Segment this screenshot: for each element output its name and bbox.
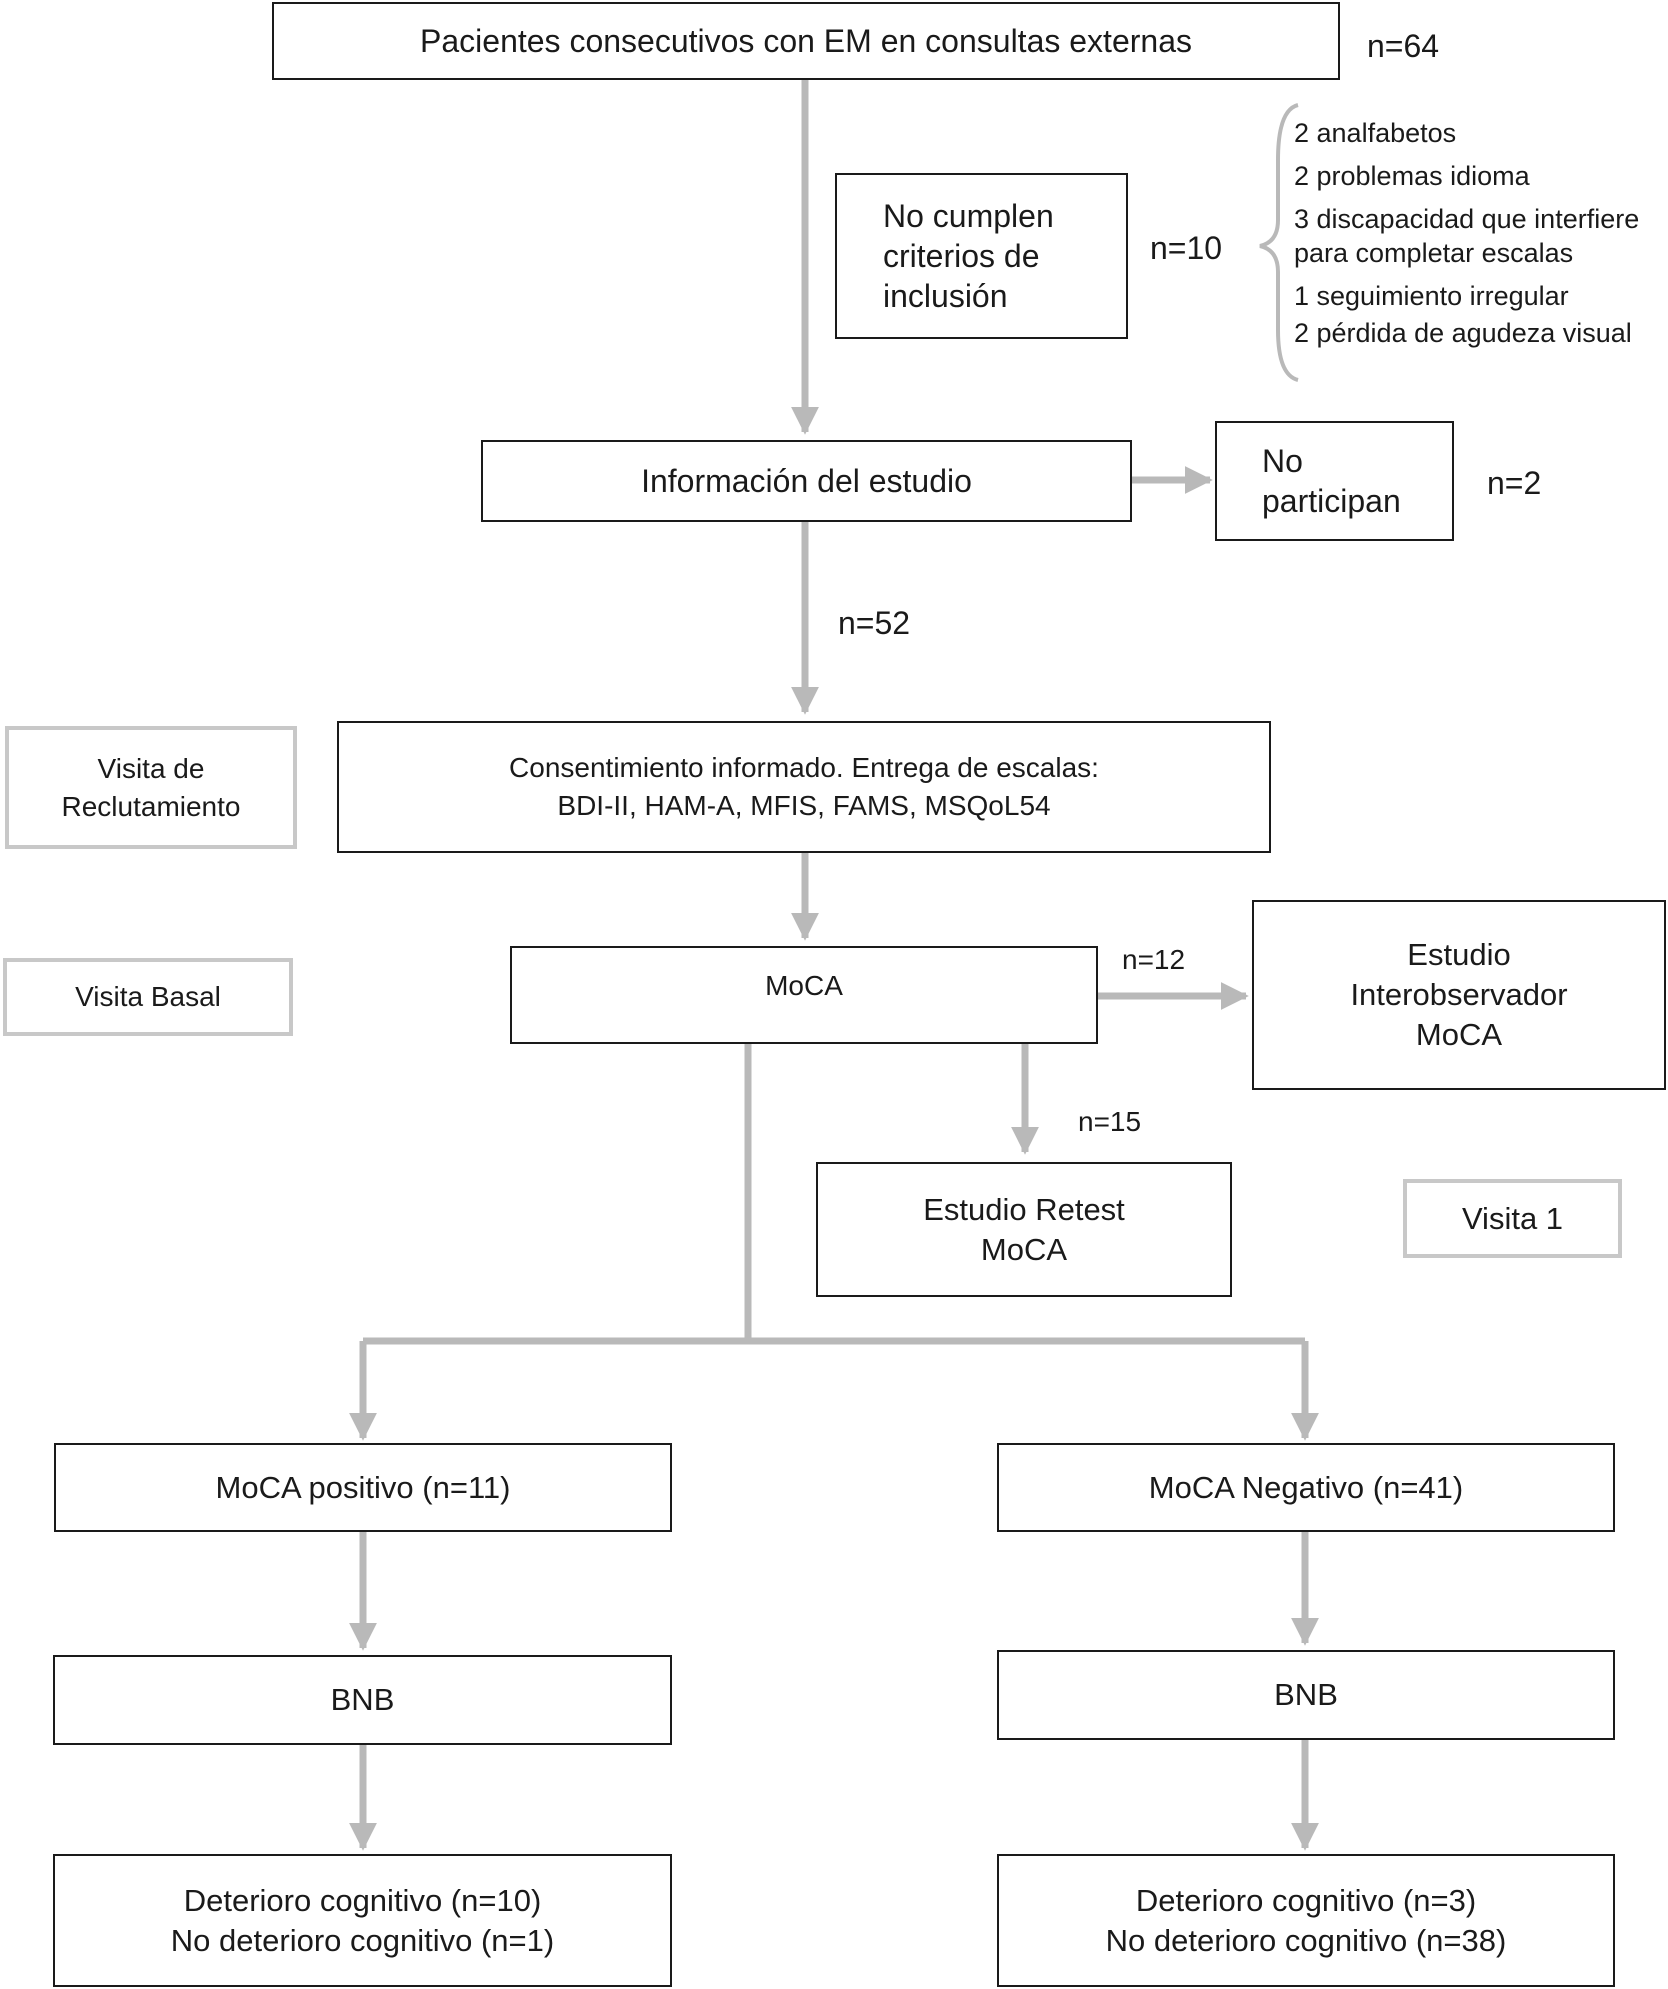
box-moca-negativo: MoCA Negativo (n=41) [997, 1443, 1615, 1532]
box-result-left: Deterioro cognitivo (n=10) No deterioro … [53, 1854, 672, 1987]
box-no-cumplen: No cumplen criterios de inclusión [835, 173, 1128, 339]
no-cumplen-line-1: No cumplen [883, 198, 1054, 234]
retest-line-2: MoCA [980, 1231, 1068, 1267]
result-right-line-2: No deterioro cognitivo (n=38) [1105, 1922, 1507, 1958]
retest-line-1: Estudio Retest [923, 1191, 1125, 1227]
visit-1: Visita 1 [1403, 1179, 1622, 1258]
box-pacientes-label: Pacientes consecutivos con EM en consult… [420, 23, 1192, 59]
visit-reclutamiento-line-2: Reclutamiento [61, 790, 241, 822]
visit-1-label: Visita 1 [1461, 1200, 1564, 1236]
box-retest: Estudio Retest MoCA [816, 1162, 1232, 1297]
no-participan-line-2: participan [1262, 483, 1401, 519]
n-excluded-label: n=10 [1150, 230, 1223, 266]
box-moca-positivo: MoCA positivo (n=11) [54, 1443, 672, 1532]
interobserver-line-3: MoCA [1415, 1017, 1503, 1052]
reason-item: 2 problemas idioma [1294, 161, 1530, 191]
n-12-label: n=12 [1122, 944, 1186, 975]
bnb-right-label: BNB [1274, 1677, 1338, 1712]
bnb-left-label: BNB [330, 1682, 395, 1717]
reason-item: para completar escalas [1294, 238, 1574, 268]
consent-line-2: BDI-II, HAM-A, MFIS, FAMS, MSQoL54 [557, 790, 1051, 821]
moca-negativo-label: MoCA Negativo (n=41) [1148, 1469, 1464, 1505]
result-right-line-1: Deterioro cognitivo (n=3) [1135, 1882, 1477, 1918]
result-left-line-2: No deterioro cognitivo (n=1) [170, 1922, 555, 1958]
exclusion-reasons-brace [1259, 103, 1299, 382]
no-cumplen-line-2: criterios de [883, 238, 1040, 274]
box-consentimiento: Consentimiento informado. Entrega de esc… [337, 721, 1271, 853]
box-result-right: Deterioro cognitivo (n=3) No deterioro c… [997, 1854, 1615, 1987]
box-no-participan: No participan [1215, 421, 1454, 541]
box-bnb-right: BNB [997, 1650, 1615, 1740]
interobserver-line-2: Interobservador [1350, 977, 1568, 1012]
visit-reclutamiento-line-1: Visita de [97, 752, 205, 784]
interobserver-line-1: Estudio [1407, 937, 1511, 972]
n-no-participan-label: n=2 [1487, 465, 1542, 501]
n-52-label: n=52 [838, 605, 911, 641]
reason-item: 2 analfabetos [1294, 118, 1457, 148]
visit-basal: Visita Basal [3, 958, 293, 1036]
reason-item: 3 discapacidad que interfiere [1294, 204, 1640, 234]
moca-positivo-label: MoCA positivo (n=11) [215, 1469, 511, 1505]
reason-item: 2 pérdida de agudeza visual [1294, 318, 1632, 348]
no-cumplen-line-3: inclusión [883, 278, 1008, 314]
box-bnb-left: BNB [53, 1655, 672, 1745]
box-moca-label: MoCA [765, 970, 843, 1001]
visit-basal-label: Visita Basal [75, 981, 221, 1012]
consent-line-1: Consentimiento informado. Entrega de esc… [509, 752, 1099, 783]
box-moca: MoCA [510, 946, 1098, 1044]
no-participan-line-1: No [1262, 443, 1303, 479]
result-left-line-1: Deterioro cognitivo (n=10) [183, 1882, 542, 1918]
box-interobservador: Estudio Interobservador MoCA [1252, 900, 1666, 1090]
box-informacion-label: Información del estudio [641, 463, 972, 499]
n-total-label: n=64 [1367, 28, 1440, 64]
box-pacientes: Pacientes consecutivos con EM en consult… [272, 2, 1340, 80]
visit-reclutamiento: Visita de Reclutamiento [5, 726, 297, 849]
n-15-label: n=15 [1078, 1106, 1142, 1137]
box-informacion: Información del estudio [481, 440, 1132, 522]
reason-item: 1 seguimiento irregular [1294, 281, 1569, 311]
